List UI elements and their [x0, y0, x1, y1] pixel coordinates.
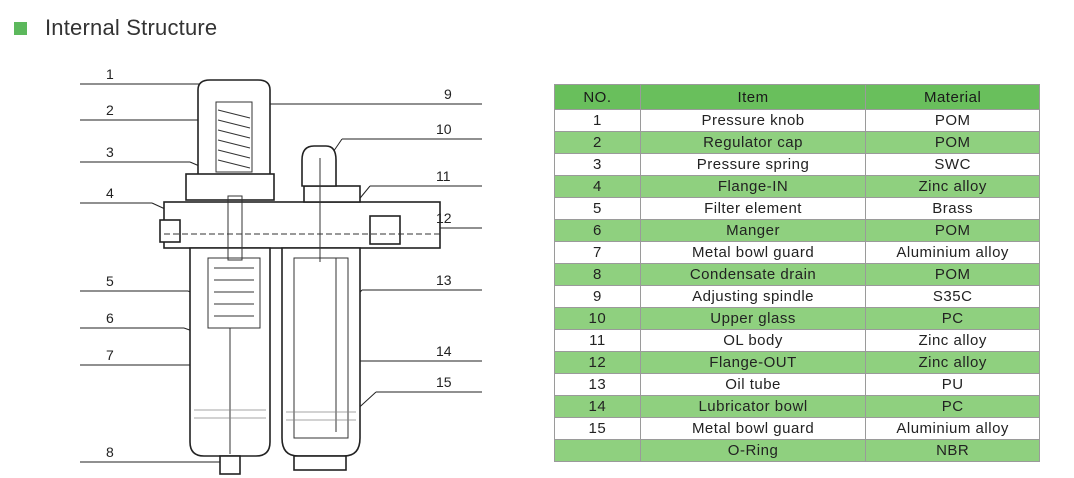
cell-no: 14	[554, 395, 641, 418]
cell-no: 10	[554, 307, 641, 330]
header-material: Material	[865, 84, 1040, 110]
cell-item: Upper glass	[639, 307, 867, 330]
cell-no: 11	[554, 329, 641, 352]
section-title: Internal Structure	[45, 15, 218, 40]
cell-item: Regulator cap	[639, 131, 867, 154]
cell-material: Brass	[865, 197, 1040, 220]
cell-no: 15	[554, 417, 641, 440]
cell-no: 7	[554, 241, 641, 264]
cell-material: Zinc alloy	[865, 175, 1040, 198]
cell-material: Zinc alloy	[865, 329, 1040, 352]
cell-material: PC	[865, 307, 1040, 330]
callout-15: 15	[436, 374, 452, 390]
section-header: Internal Structure	[14, 14, 217, 42]
callout-10: 10	[436, 121, 452, 137]
cell-no: 9	[554, 285, 641, 308]
cell-no: 8	[554, 263, 641, 286]
callout-6: 6	[106, 310, 114, 326]
cell-material: Aluminium alloy	[865, 241, 1040, 264]
cell-item: OL body	[639, 329, 867, 352]
cell-no: 2	[554, 131, 641, 154]
internal-structure-diagram: 1 2 3 4 5 6 7 8 9 10 11 12 13 14 15	[80, 62, 490, 478]
cell-material: S35C	[865, 285, 1040, 308]
cell-item: Flange-IN	[639, 175, 867, 198]
cell-material: Aluminium alloy	[865, 417, 1040, 440]
cell-item: Oil tube	[639, 373, 867, 396]
cell-item: Metal bowl guard	[639, 417, 867, 440]
cell-item: Filter element	[639, 197, 867, 220]
bullet-square-icon	[14, 21, 27, 35]
callout-13: 13	[436, 272, 452, 288]
callout-4: 4	[106, 185, 114, 201]
cell-no: 4	[554, 175, 641, 198]
table-header-row: NO. Item Material	[554, 84, 1040, 110]
callout-11: 11	[436, 168, 451, 184]
header-no: NO.	[554, 84, 641, 110]
callout-3: 3	[106, 144, 114, 160]
cell-material: POM	[865, 109, 1040, 132]
cell-material: PU	[865, 373, 1040, 396]
cell-material: NBR	[865, 439, 1040, 462]
cell-item: Pressure knob	[639, 109, 867, 132]
callout-7: 7	[106, 347, 114, 363]
callout-8: 8	[106, 444, 114, 460]
cell-item: O-Ring	[639, 439, 867, 462]
cell-item: Adjusting spindle	[639, 285, 867, 308]
cell-item: Manger	[639, 219, 867, 242]
cell-item: Condensate drain	[639, 263, 867, 286]
cell-item: Flange-OUT	[639, 351, 867, 374]
cell-no: 12	[554, 351, 641, 374]
cell-no	[554, 439, 641, 462]
cell-no: 3	[554, 153, 641, 176]
cell-material: POM	[865, 131, 1040, 154]
callout-9: 9	[444, 86, 452, 102]
callout-5: 5	[106, 273, 114, 289]
cell-material: POM	[865, 219, 1040, 242]
callout-12: 12	[436, 210, 452, 226]
cell-material: SWC	[865, 153, 1040, 176]
cell-item: Metal bowl guard	[639, 241, 867, 264]
callout-2: 2	[106, 102, 114, 118]
cell-no: 13	[554, 373, 641, 396]
cell-material: POM	[865, 263, 1040, 286]
callout-1: 1	[106, 66, 114, 82]
cell-item: Lubricator bowl	[639, 395, 867, 418]
header-item: Item	[639, 84, 867, 110]
cell-no: 1	[554, 109, 641, 132]
cell-no: 6	[554, 219, 641, 242]
cell-item: Pressure spring	[639, 153, 867, 176]
cross-section-drawing	[80, 79, 482, 475]
callout-14: 14	[436, 343, 452, 359]
cell-no: 5	[554, 197, 641, 220]
cell-material: Zinc alloy	[865, 351, 1040, 374]
cell-material: PC	[865, 395, 1040, 418]
